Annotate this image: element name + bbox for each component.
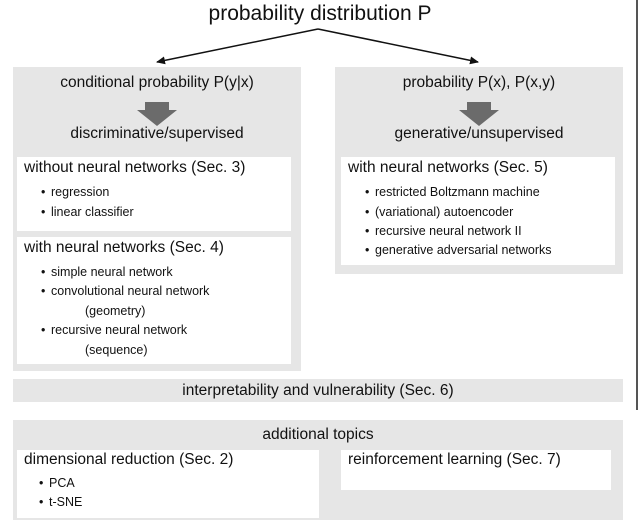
- edge-divider: [636, 0, 638, 410]
- list-item: •generative adversarial networks: [365, 243, 552, 257]
- list-item: •(variational) autoencoder: [365, 205, 514, 219]
- dimensional-reduction-heading: dimensional reduction (Sec. 2): [24, 451, 234, 468]
- list-item: •restricted Boltzmann machine: [365, 185, 540, 199]
- right-panel-title: probability P(x), P(x,y): [402, 74, 556, 91]
- bullet-icon: •: [365, 185, 370, 199]
- list-item: •recursive neural network: [41, 323, 188, 337]
- list-item: •regression: [41, 185, 110, 199]
- left-panel-title: conditional probability P(y|x): [60, 74, 254, 91]
- bullet-icon: •: [365, 224, 370, 238]
- bullet-icon: •: [365, 205, 370, 219]
- discriminative-panel: conditional probability P(y|x) discrimin…: [13, 67, 301, 371]
- without-nn-box: without neural networks (Sec. 3) •regres…: [17, 157, 291, 231]
- without-nn-heading: without neural networks (Sec. 3): [24, 159, 246, 176]
- list-item: •linear classifier: [41, 205, 134, 219]
- reinforcement-learning-heading: reinforcement learning (Sec. 7): [348, 451, 561, 468]
- bullet-icon: •: [39, 476, 44, 490]
- list-item: •PCA: [39, 476, 75, 490]
- additional-topics-title: additional topics: [262, 426, 374, 443]
- left-panel-subtitle: discriminative/supervised: [70, 125, 244, 142]
- arrow-to-left-panel: [156, 28, 319, 65]
- list-item: •t-SNE: [39, 495, 83, 509]
- dimensional-reduction-box: dimensional reduction (Sec. 2) •PCA •t-S…: [17, 450, 319, 518]
- reinforcement-learning-box: reinforcement learning (Sec. 7): [341, 450, 611, 490]
- generative-nn-heading: with neural networks (Sec. 5): [348, 159, 548, 176]
- bullet-icon: •: [41, 323, 46, 337]
- diagram-title: probability distribution P: [208, 2, 432, 25]
- list-item-note: (sequence): [85, 343, 148, 357]
- with-nn-box: with neural networks (Sec. 4) •simple ne…: [17, 237, 291, 364]
- bullet-icon: •: [365, 243, 370, 257]
- interpretability-band: interpretability and vulnerability (Sec.…: [13, 379, 623, 402]
- bullet-icon: •: [41, 284, 46, 298]
- bullet-icon: •: [41, 265, 46, 279]
- bullet-icon: •: [41, 185, 46, 199]
- additional-topics-panel: additional topics dimensional reduction …: [13, 420, 623, 520]
- bullet-icon: •: [41, 205, 46, 219]
- generative-nn-box: with neural networks (Sec. 5) •restricte…: [341, 157, 615, 265]
- right-panel-subtitle: generative/unsupervised: [394, 125, 564, 142]
- list-item: •convolutional neural network: [41, 284, 210, 298]
- list-item: •simple neural network: [41, 265, 173, 279]
- generative-panel: probability P(x), P(x,y) generative/unsu…: [335, 67, 623, 274]
- down-arrow-icon: [459, 102, 499, 126]
- bullet-icon: •: [39, 495, 44, 509]
- list-item: •recursive neural network II: [365, 224, 522, 238]
- down-arrow-icon: [137, 102, 177, 126]
- list-item-note: (geometry): [85, 304, 146, 318]
- arrow-to-right-panel: [317, 28, 479, 65]
- with-nn-heading: with neural networks (Sec. 4): [24, 239, 224, 256]
